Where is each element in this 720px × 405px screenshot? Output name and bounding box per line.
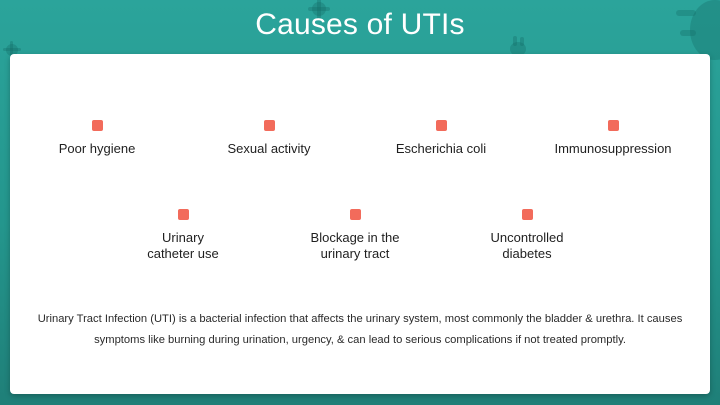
- bullet-square-icon: [91, 120, 103, 131]
- cause-label: Escherichia coli: [395, 141, 487, 156]
- cause-item-immunosuppression: Immunosuppression: [528, 120, 698, 157]
- cause-label: Immunosuppression: [554, 141, 672, 156]
- bullet-square-icon: [263, 120, 275, 131]
- germ-decoration-icon: [3, 41, 21, 59]
- cause-label: Blockage in the urinary tract: [310, 230, 400, 261]
- bullet-square-icon: [607, 120, 619, 131]
- bullet-square-icon: [177, 209, 189, 220]
- bullet-square-icon: [349, 209, 361, 220]
- cause-item-catheter-use: Urinary catheter use: [98, 209, 268, 262]
- cause-label: Uncontrolled diabetes: [490, 230, 564, 261]
- bullet-square-icon: [521, 209, 533, 220]
- slide-title: Causes of UTIs: [255, 8, 465, 41]
- cause-item-poor-hygiene: Poor hygiene: [12, 120, 182, 157]
- bullet-square-icon: [435, 120, 447, 131]
- content-card: Poor hygiene Sexual activity Escherichia…: [10, 54, 710, 394]
- cause-label: Sexual activity: [227, 141, 311, 156]
- cause-item-diabetes: Uncontrolled diabetes: [442, 209, 612, 262]
- cause-item-sexual-activity: Sexual activity: [184, 120, 354, 157]
- description-text: Urinary Tract Infection (UTI) is a bacte…: [37, 313, 683, 346]
- cause-label: Poor hygiene: [58, 141, 136, 156]
- cause-item-e-coli: Escherichia coli: [356, 120, 526, 157]
- cause-label: Urinary catheter use: [147, 230, 219, 261]
- cause-item-blockage: Blockage in the urinary tract: [270, 209, 440, 262]
- germ-decoration-icon: [308, 0, 330, 20]
- germ-decoration-icon: [510, 36, 526, 56]
